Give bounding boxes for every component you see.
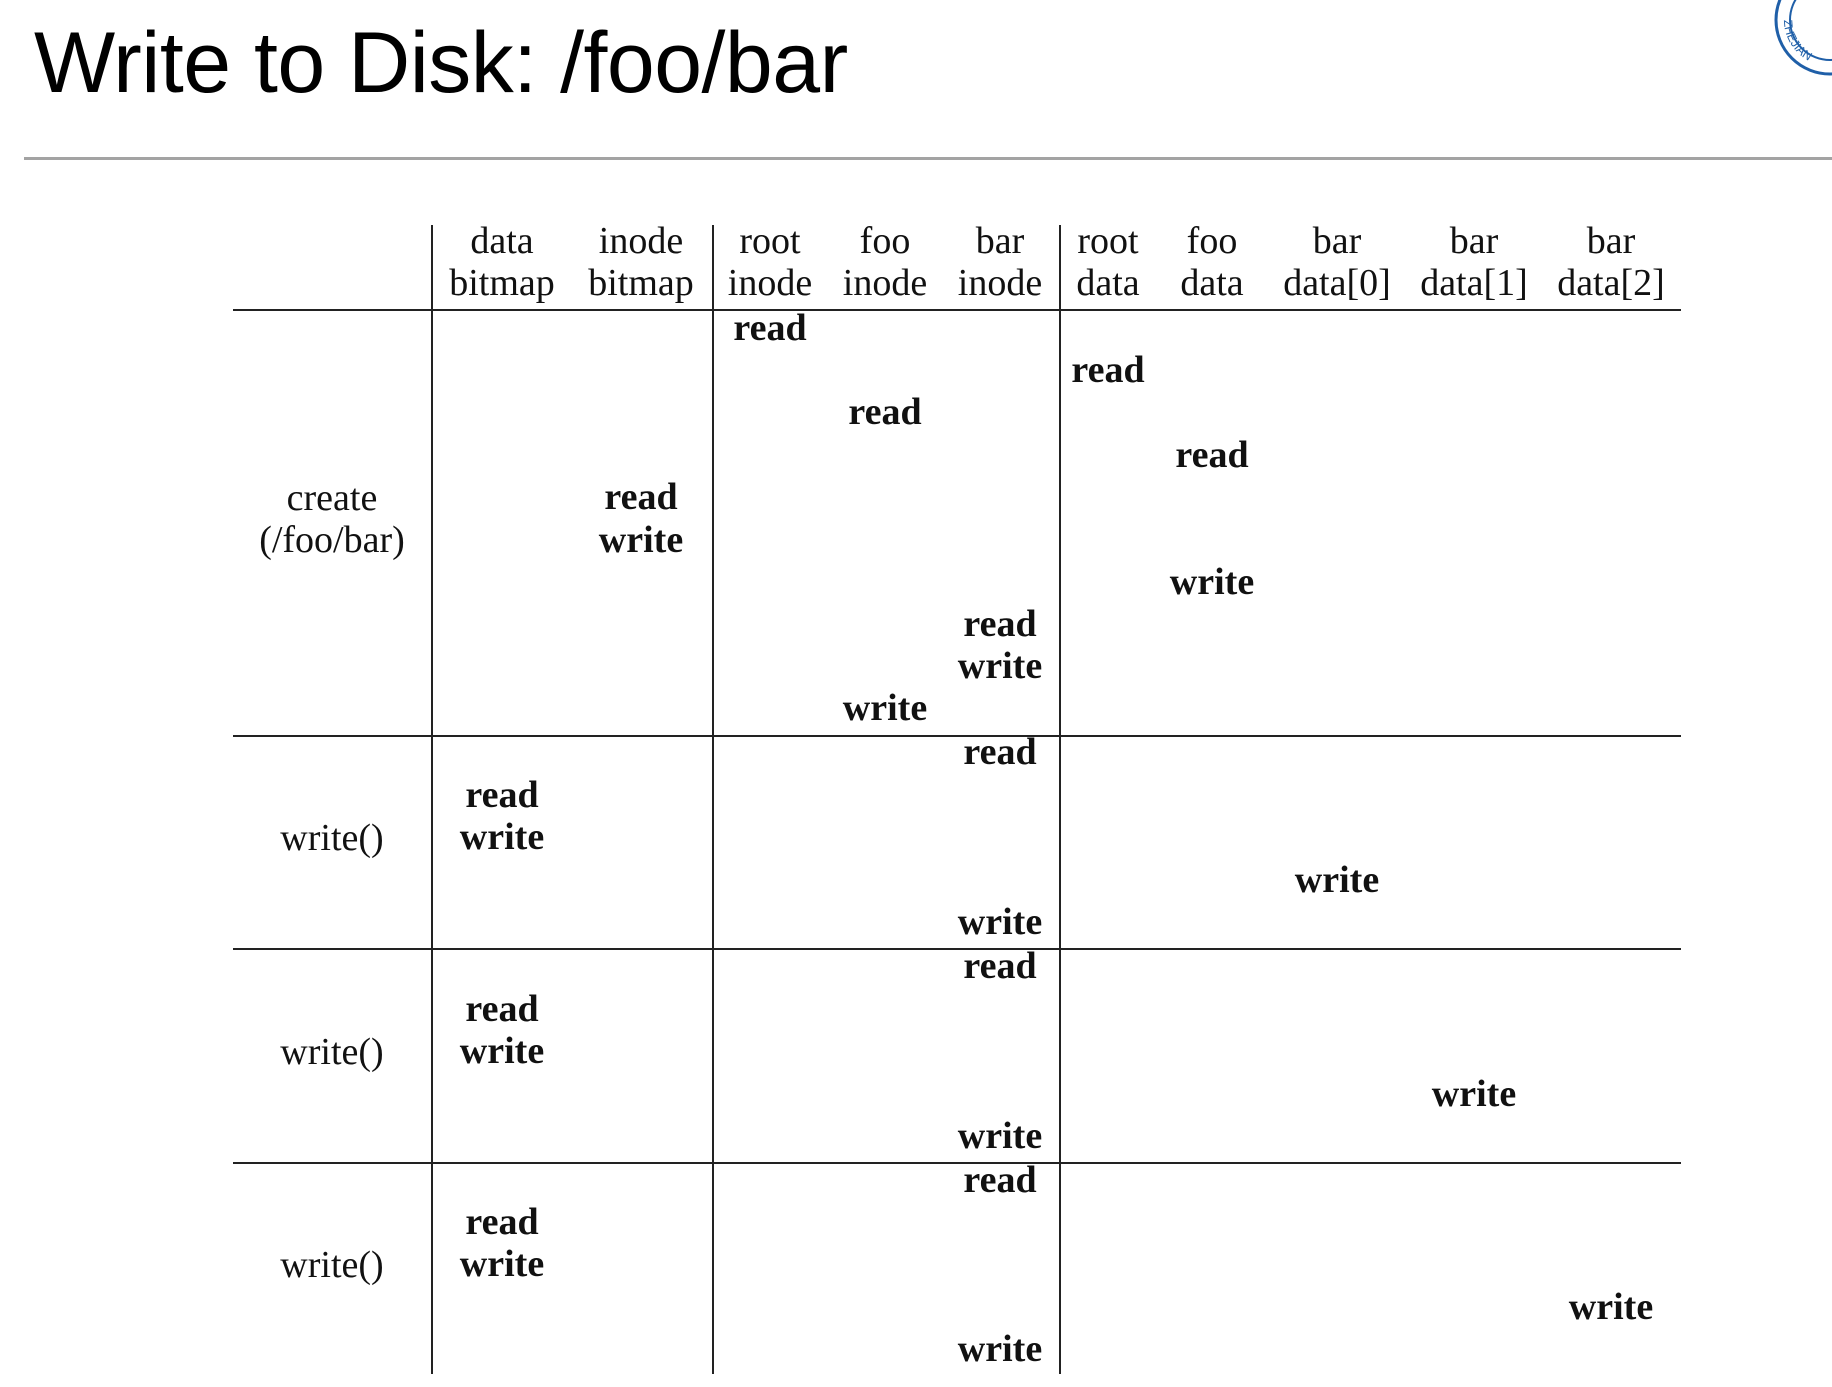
io-operation: read (465, 1201, 539, 1243)
table-column-divider (712, 225, 714, 1374)
io-operation: read (848, 391, 922, 433)
io-operation: write (1294, 859, 1380, 901)
io-operation: read (1071, 349, 1145, 391)
slide-title: Write to Disk: /foo/bar (34, 15, 848, 111)
io-operation: write (598, 519, 684, 561)
row-label: write() (280, 1244, 384, 1286)
column-header-line2: inode (957, 262, 1043, 304)
row-label: write() (280, 817, 384, 859)
io-operation: write (957, 1328, 1043, 1370)
io-operation: write (1568, 1286, 1654, 1328)
column-header-line2: bitmap (449, 262, 555, 304)
column-header-line2: data (1180, 262, 1244, 304)
io-operation: read (465, 988, 539, 1030)
column-header-line2: bitmap (588, 262, 694, 304)
column-header-line1: root (739, 220, 801, 262)
io-operation: read (963, 731, 1037, 773)
io-operation: write (1169, 561, 1255, 603)
io-operation: write (842, 687, 928, 729)
io-operation: read (963, 1159, 1037, 1201)
io-operation: read (963, 945, 1037, 987)
io-operation: write (1431, 1073, 1517, 1115)
column-header-line2: data[1] (1420, 262, 1528, 304)
table-row-divider (233, 1162, 1681, 1164)
io-operation: write (957, 645, 1043, 687)
column-header-line2: data[2] (1557, 262, 1665, 304)
io-operation: read (733, 307, 807, 349)
column-header-line1: bar (1449, 220, 1499, 262)
column-header-line1: bar (1586, 220, 1636, 262)
column-header-line1: bar (1312, 220, 1362, 262)
io-operation: write (459, 816, 545, 858)
table-row-divider (233, 948, 1681, 950)
table-column-divider (431, 225, 433, 1374)
column-header-line1: foo (859, 220, 911, 262)
column-header-line1: foo (1186, 220, 1238, 262)
column-header-line1: inode (598, 220, 684, 262)
io-operation: write (957, 901, 1043, 943)
column-header-line2: inode (842, 262, 928, 304)
column-header-line2: inode (727, 262, 813, 304)
university-seal-icon: ZHEJIAN (1774, 0, 1832, 76)
row-label-secondary: (/foo/bar) (259, 519, 405, 561)
column-header-line2: data[0] (1283, 262, 1391, 304)
io-operation: read (1175, 434, 1249, 476)
column-header-line1: data (470, 220, 534, 262)
io-operation: write (459, 1243, 545, 1285)
table-column-divider (1059, 225, 1061, 1374)
io-operation: write (459, 1030, 545, 1072)
io-operation: write (957, 1115, 1043, 1157)
title-divider (24, 157, 1832, 160)
row-label: create (286, 477, 378, 519)
column-header-line1: bar (975, 220, 1025, 262)
io-operation: read (604, 476, 678, 518)
io-operation: read (465, 774, 539, 816)
column-header-line2: data (1076, 262, 1140, 304)
table-row-divider (233, 309, 1681, 311)
io-operation: read (963, 603, 1037, 645)
table-row-divider (233, 735, 1681, 737)
row-label: write() (280, 1031, 384, 1073)
column-header-line1: root (1077, 220, 1139, 262)
